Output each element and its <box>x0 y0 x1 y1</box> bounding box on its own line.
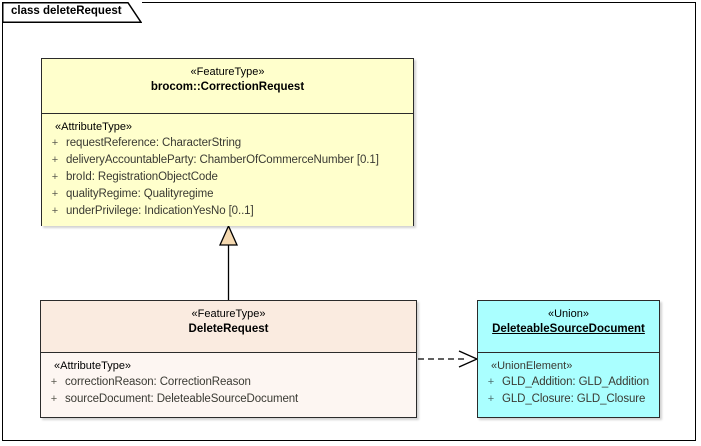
class-compartment-divider <box>42 113 413 114</box>
class-header-delete-request: «FeatureType» DeleteRequest <box>41 301 416 352</box>
attribute-row: + underPrivilege: IndicationYesNo [0..1] <box>44 203 411 220</box>
attribute-row: + GLD_Addition: GLD_Addition <box>480 374 657 391</box>
class-header-correction-request: «FeatureType» brocom::CorrectionRequest <box>42 59 413 113</box>
class-compartment-divider <box>41 352 416 353</box>
class-name: brocom::CorrectionRequest <box>150 81 305 93</box>
attribute-row: + sourceDocument: DeleteableSourceDocume… <box>43 391 414 408</box>
attribute-text: sourceDocument: DeleteableSourceDocument <box>65 393 299 405</box>
class-box-deleteable-source-document[interactable]: «Union» DeleteableSourceDocument «UnionE… <box>477 300 660 418</box>
attribute-visibility: + <box>51 171 59 183</box>
attribute-visibility: + <box>487 376 495 388</box>
title-tab-shape-icon <box>2 2 142 23</box>
attribute-visibility: + <box>50 393 58 405</box>
class-box-delete-request[interactable]: «FeatureType» DeleteRequest «AttributeTy… <box>40 300 417 418</box>
attribute-row: + broId: RegistrationObjectCode <box>44 169 411 186</box>
attribute-row: + GLD_Closure: GLD_Closure <box>480 391 657 408</box>
attribute-compartment-stereotype: «AttributeType» <box>54 360 132 372</box>
attribute-visibility: + <box>51 205 59 217</box>
attribute-visibility: + <box>50 376 58 388</box>
attribute-text: deliveryAccountableParty: ChamberOfComme… <box>66 154 379 166</box>
class-stereotype: «FeatureType» <box>190 66 265 78</box>
class-stereotype: «FeatureType» <box>191 308 266 320</box>
attribute-row: + requestReference: CharacterString <box>44 135 411 152</box>
attribute-compartment-stereotype: «AttributeType» <box>55 121 133 133</box>
attribute-visibility: + <box>487 393 495 405</box>
class-attributes-delete-request: «AttributeType» + correctionReason: Corr… <box>41 353 416 414</box>
class-attributes-deleteable-source-document: «UnionElement» + GLD_Addition: GLD_Addit… <box>478 353 659 414</box>
attribute-text: requestReference: CharacterString <box>66 137 242 149</box>
class-stereotype: «Union» <box>548 308 589 320</box>
attribute-text: correctionReason: CorrectionReason <box>65 376 251 388</box>
attribute-text: GLD_Closure: GLD_Closure <box>502 393 646 405</box>
attribute-row: + qualityRegime: Qualityregime <box>44 186 411 203</box>
attribute-visibility: + <box>51 154 59 166</box>
attribute-text: underPrivilege: IndicationYesNo [0..1] <box>66 205 254 217</box>
attribute-text: broId: RegistrationObjectCode <box>66 171 218 183</box>
class-box-correction-request[interactable]: «FeatureType» brocom::CorrectionRequest … <box>41 58 414 226</box>
attribute-text: GLD_Addition: GLD_Addition <box>502 376 649 388</box>
diagram-title-tab: class deleteRequest <box>2 2 142 23</box>
attribute-text: qualityRegime: Qualityregime <box>66 188 214 200</box>
attribute-row: + correctionReason: CorrectionReason <box>43 374 414 391</box>
attribute-compartment-stereotype: «UnionElement» <box>491 360 573 372</box>
class-header-deleteable-source-document: «Union» DeleteableSourceDocument <box>478 301 659 352</box>
class-name: DeleteableSourceDocument <box>492 323 645 335</box>
class-attributes-correction-request: «AttributeType» + requestReference: Char… <box>42 114 413 226</box>
diagram-title: class deleteRequest <box>11 5 122 17</box>
attribute-row: + deliveryAccountableParty: ChamberOfCom… <box>44 152 411 169</box>
attribute-visibility: + <box>51 137 59 149</box>
class-compartment-divider <box>478 352 659 353</box>
class-name: DeleteRequest <box>188 323 269 335</box>
attribute-visibility: + <box>51 188 59 200</box>
